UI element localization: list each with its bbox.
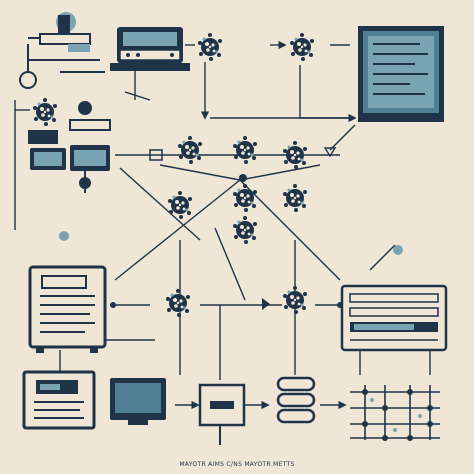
server-machine-icon: [110, 27, 190, 71]
database-stack-bottom: [276, 376, 316, 424]
document-panel-top-right: [358, 26, 444, 122]
accent-dot-left-icon: [59, 231, 69, 241]
document-window-left: [28, 265, 107, 353]
figure-icon-top-left: [19, 12, 105, 89]
network-icon-mid-left: [166, 289, 190, 317]
switch-box-bottom: [198, 383, 246, 445]
network-icon-top-1: [198, 33, 222, 61]
robot-figure-icon: [28, 98, 111, 193]
circuit-board-bottom-right: [350, 385, 440, 441]
monitor-icon-bottom: [110, 378, 166, 425]
accent-dot-right-icon: [393, 245, 403, 255]
server-rack-right: [340, 284, 448, 352]
hub-cluster-center: [149, 136, 307, 244]
node-dot-icon: [110, 302, 116, 308]
node-dot-icon: [337, 302, 343, 308]
display-window-bottom-left: [22, 370, 96, 430]
play-marker-icon: [262, 298, 270, 310]
network-icon-top-2: [290, 33, 314, 61]
diagram-caption: MAYOTR AIMS C/NS MAYOTR METTS: [179, 461, 295, 468]
triangle-marker-icon: [323, 147, 337, 158]
